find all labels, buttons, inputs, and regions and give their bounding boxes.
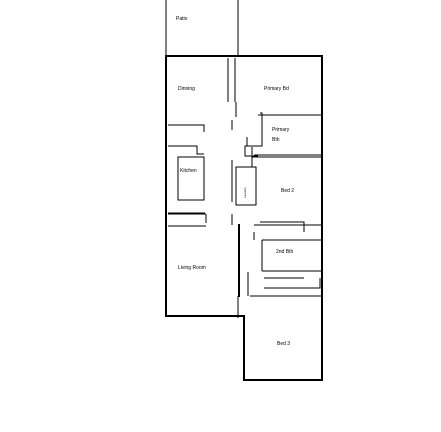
label-laundry: Laundry — [243, 187, 247, 198]
interior-walls — [168, 58, 322, 318]
label-bed-3: Bed 3 — [277, 341, 290, 347]
label-patio: Patio — [176, 16, 188, 22]
room-labels: Patio Dinning Primary Bd Primary Bth Kit… — [176, 16, 294, 347]
label-kitchen: Kitchen — [180, 168, 197, 174]
label-primary-bedroom: Primary Bd — [264, 86, 289, 92]
label-bed-2: Bed 2 — [281, 188, 294, 194]
label-primary-bath-line2: Bth — [272, 137, 280, 143]
exterior-walls — [165, 55, 323, 381]
patio-area — [165, 0, 239, 56]
label-living-room: Living Room — [178, 265, 206, 271]
label-second-bath: 2nd Bth — [276, 249, 293, 255]
label-primary-bath-line1: Primary — [272, 127, 290, 133]
label-dinning: Dinning — [178, 86, 195, 92]
